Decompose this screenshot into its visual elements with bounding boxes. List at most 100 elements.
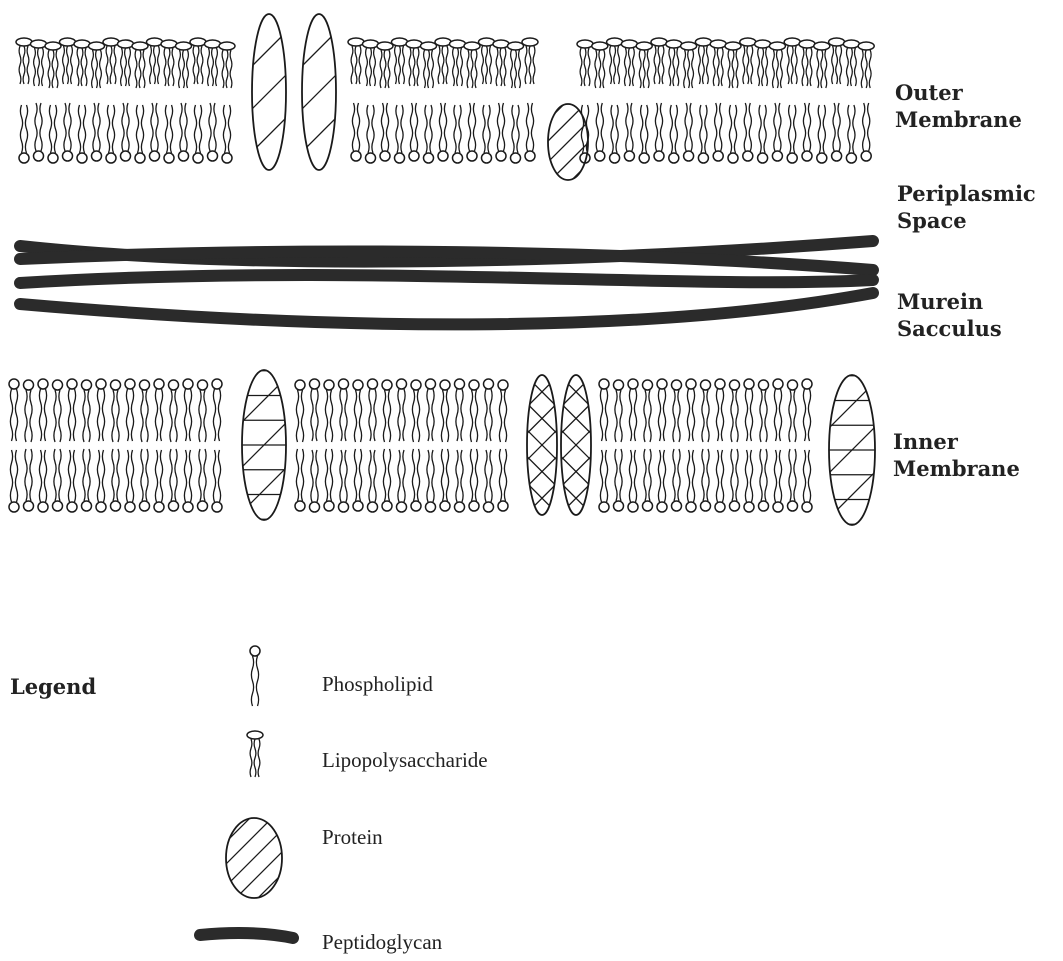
lipopolysaccharide: [31, 40, 47, 86]
phospholipid: [125, 450, 135, 512]
phospholipid: [411, 380, 421, 442]
phospholipid: [759, 380, 769, 442]
lipopolysaccharide: [377, 42, 393, 88]
outer-membrane: [16, 0, 874, 214]
phospholipid: [773, 379, 783, 441]
phospholipid: [382, 449, 392, 511]
phospholipid: [657, 450, 667, 512]
membrane-protein: [822, 330, 882, 570]
phospholipid: [440, 380, 450, 442]
phospholipid: [684, 103, 694, 161]
phospholipid: [759, 449, 769, 511]
phospholipid: [324, 380, 334, 442]
phospholipid: [111, 449, 121, 511]
lipopolysaccharide: [725, 42, 741, 88]
phospholipid: [787, 105, 797, 163]
inner-membrane-label: Inner Membrane: [893, 428, 1020, 482]
phospholipid: [701, 449, 711, 511]
phospholipid: [832, 103, 842, 161]
phospholipid: [324, 449, 334, 511]
phospholipid: [743, 103, 753, 161]
phospholipid: [482, 105, 492, 163]
lipopolysaccharide: [814, 42, 830, 88]
phospholipid: [351, 103, 361, 161]
phospholipid: [92, 103, 102, 161]
lipopolysaccharide: [508, 42, 524, 88]
lipopolysaccharide: [205, 40, 221, 86]
phospholipid: [106, 105, 116, 163]
phospholipid: [614, 449, 624, 511]
lipopolysaccharide: [219, 42, 235, 88]
lipopolysaccharide: [784, 38, 800, 84]
phospholipid: [455, 450, 465, 512]
phospholipid: [295, 449, 305, 511]
phospholipid: [713, 103, 723, 161]
phospholipid: [498, 380, 508, 442]
phospholipid: [366, 105, 376, 163]
periplasmic-space-label: Periplasmic Space: [897, 180, 1036, 234]
phospholipid: [179, 103, 189, 161]
phospholipid: [409, 103, 419, 161]
phospholipid: [368, 450, 378, 512]
phospholipid: [48, 105, 58, 163]
phospholipid: [802, 450, 812, 512]
phospholipid: [183, 450, 193, 512]
lipopolysaccharide: [829, 38, 845, 84]
phospholipid: [701, 380, 711, 442]
legend-title: Legend: [10, 674, 96, 699]
membrane-protein: [538, 70, 598, 214]
lipopolysaccharide: [421, 42, 437, 88]
phospholipid: [669, 105, 679, 163]
phospholipid: [440, 449, 450, 511]
lipopolysaccharide: [118, 40, 134, 86]
membrane-protein: [235, 326, 292, 563]
peptidoglycan-strand: [20, 293, 873, 324]
phospholipid: [438, 103, 448, 161]
membrane-protein: [520, 343, 565, 548]
phospholipid: [208, 103, 218, 161]
phospholipid: [411, 449, 421, 511]
lipopolysaccharide: [147, 38, 163, 84]
phospholipid: [121, 103, 131, 161]
phospholipid: [455, 379, 465, 441]
lipopolysaccharide: [755, 40, 771, 86]
phospholipid: [773, 450, 783, 512]
legend-label-lipopolysaccharide: Lipopolysaccharide: [322, 748, 488, 773]
phospholipid: [672, 449, 682, 511]
lipopolysaccharide: [176, 42, 192, 88]
phospholipid: [469, 449, 479, 511]
lipopolysaccharide: [392, 38, 408, 84]
lipopolysaccharide: [16, 38, 32, 84]
phospholipid: [295, 380, 305, 442]
lipopolysaccharide: [74, 40, 90, 86]
phospholipid: [368, 379, 378, 441]
lipopolysaccharide: [60, 38, 76, 84]
lipopolysaccharide: [592, 42, 608, 88]
phospholipid: [511, 105, 521, 163]
lipopolysaccharide: [740, 38, 756, 84]
phospholipid: [140, 449, 150, 511]
phospholipid: [198, 449, 208, 511]
phospholipid: [599, 379, 609, 441]
phospholipid: [610, 105, 620, 163]
lipopolysaccharide: [348, 38, 364, 84]
lipopolysaccharide: [681, 42, 697, 88]
phospholipid: [639, 105, 649, 163]
phospholipid: [614, 380, 624, 442]
phospholipid: [525, 103, 535, 161]
phospholipid: [628, 379, 638, 441]
membrane-protein: [244, 0, 295, 203]
phospholipid: [802, 103, 812, 161]
lipopolysaccharide: [363, 40, 379, 86]
phospholipid: [467, 103, 477, 161]
phospholipid: [169, 380, 179, 442]
phospholipid: [624, 103, 634, 161]
phospholipid: [426, 379, 436, 441]
phospholipid: [34, 103, 44, 161]
phospholipid: [817, 105, 827, 163]
phospholipid: [654, 103, 664, 161]
lipopolysaccharide: [450, 40, 466, 86]
lipopolysaccharide: [621, 40, 637, 86]
lipopolysaccharide: [858, 42, 874, 88]
membrane-protein: [294, 0, 345, 203]
